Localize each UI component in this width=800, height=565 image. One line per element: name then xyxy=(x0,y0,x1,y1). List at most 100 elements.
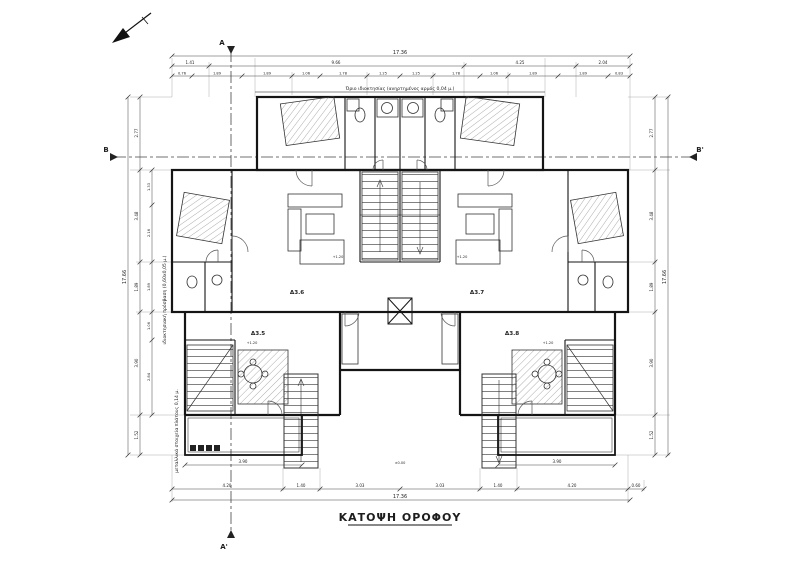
balconies xyxy=(184,414,616,456)
door-swings xyxy=(205,159,595,416)
left-note-1: ιδιοκτησιακή πρόσβαση (0,60x0,05 μ.) xyxy=(161,255,168,344)
building-walls xyxy=(170,91,630,417)
dim: 9.66 xyxy=(332,60,341,65)
title-block: ΚΑΤΟΨΗ ΟΡΟΦΟΥ xyxy=(339,511,462,526)
dim: 1.89 xyxy=(649,282,654,291)
section-marker-b-right: B' xyxy=(696,146,703,154)
dim: 3.90 xyxy=(239,459,248,464)
room-label-d38: Δ3.8 xyxy=(505,331,519,337)
washer xyxy=(407,102,419,114)
bed xyxy=(279,95,341,147)
dim: 3.90 xyxy=(649,358,654,367)
dim: 4.20 xyxy=(568,483,577,488)
dining-table xyxy=(299,239,345,265)
dim: 1.89 xyxy=(579,72,588,76)
boundary-note: Όριο ιδιοκτησίας (ανηρτημένος αρμός 0,04… xyxy=(345,85,455,92)
shaft xyxy=(401,98,424,118)
sofa xyxy=(287,193,343,208)
dim: 1.52 xyxy=(134,430,139,439)
dim: 0.60 xyxy=(632,483,641,488)
dim-bottom-total: 17.36 xyxy=(393,494,407,500)
dim: 3.48 xyxy=(649,211,654,220)
bed xyxy=(570,191,624,245)
bed xyxy=(511,349,563,405)
dim: 1.33 xyxy=(147,183,151,191)
drawing-title: ΚΑΤΟΨΗ ΟΡΟΦΟΥ xyxy=(339,511,462,524)
dim: 1.89 xyxy=(134,282,139,291)
planter-squares xyxy=(190,445,220,451)
dim: 1.89 xyxy=(213,72,222,76)
dim: 2.84 xyxy=(147,372,151,381)
dim: 4.25 xyxy=(516,60,525,65)
dim: 2.16 xyxy=(147,228,151,237)
room-label-d36: Δ3.6 xyxy=(290,290,304,296)
dim: 1.06 xyxy=(490,72,499,76)
dim: 1.41 xyxy=(186,60,195,65)
dim-left-total: 17.66 xyxy=(122,270,128,284)
sofa xyxy=(498,208,513,252)
dimensions-bottom xyxy=(169,462,647,503)
bed xyxy=(176,191,230,245)
dim: 1.52 xyxy=(649,430,654,439)
room-label-d37: Δ3.7 xyxy=(470,290,484,296)
section-marker-a-top: A xyxy=(219,39,225,47)
dim: 4.20 xyxy=(223,483,232,488)
dim: 1.06 xyxy=(302,72,311,76)
dim-right-total: 17.66 xyxy=(662,270,668,284)
dining-table xyxy=(455,239,501,265)
dim: 0.76 xyxy=(178,72,187,76)
toilet xyxy=(354,107,366,123)
level-marker: +1.20 xyxy=(543,341,554,345)
furniture xyxy=(176,95,624,405)
kitchen-counter xyxy=(341,313,359,365)
bed xyxy=(459,95,521,147)
dim: 2.77 xyxy=(134,128,139,137)
level-marker: ±0.00 xyxy=(395,461,406,465)
left-note-2: μεταλλικά στοιχεία πλάτους 0,14 μ. xyxy=(173,389,180,473)
dim: 1.06 xyxy=(147,321,151,330)
shower xyxy=(346,98,360,112)
level-marker: +1.20 xyxy=(247,341,258,345)
room-label-d35: Δ3.5 xyxy=(251,331,265,337)
dim: 0.83 xyxy=(615,72,623,76)
dim: 2.04 xyxy=(599,60,608,65)
shower xyxy=(440,98,454,112)
section-line-a xyxy=(227,46,235,538)
toilet xyxy=(434,107,446,123)
basin xyxy=(577,274,589,286)
dim: 1.40 xyxy=(297,483,306,488)
dim: 3.03 xyxy=(436,483,445,488)
dim: 3.03 xyxy=(356,483,365,488)
dim-top-total: 17.36 xyxy=(393,50,407,56)
level-marker: +1.20 xyxy=(457,255,468,259)
dim: 1.78 xyxy=(452,72,461,76)
washer xyxy=(381,102,393,114)
kitchen-counter xyxy=(441,313,459,365)
dim: 1.89 xyxy=(147,282,151,291)
stairs xyxy=(186,171,614,469)
north-arrow-icon xyxy=(112,12,152,43)
dim: 1.89 xyxy=(263,72,272,76)
dim: 1.40 xyxy=(494,483,503,488)
dim: 1.78 xyxy=(339,72,348,76)
dim: 3.90 xyxy=(553,459,562,464)
section-marker-a-bottom: A' xyxy=(220,543,228,551)
dim: 1.25 xyxy=(412,72,420,76)
level-marker: +1.20 xyxy=(333,255,344,259)
dimensions-top xyxy=(169,53,633,79)
dim: 1.25 xyxy=(379,72,387,76)
coffee-table xyxy=(465,213,495,235)
sofa xyxy=(457,193,513,208)
section-line-b xyxy=(110,153,697,161)
dimensions-right xyxy=(652,94,671,458)
shaft xyxy=(376,98,399,118)
dim: 3.90 xyxy=(134,358,139,367)
bed xyxy=(237,349,289,405)
toilet xyxy=(602,275,614,289)
sofa xyxy=(287,208,302,252)
coffee-table xyxy=(305,213,335,235)
dim: 2.77 xyxy=(649,128,654,137)
toilet xyxy=(186,275,198,289)
